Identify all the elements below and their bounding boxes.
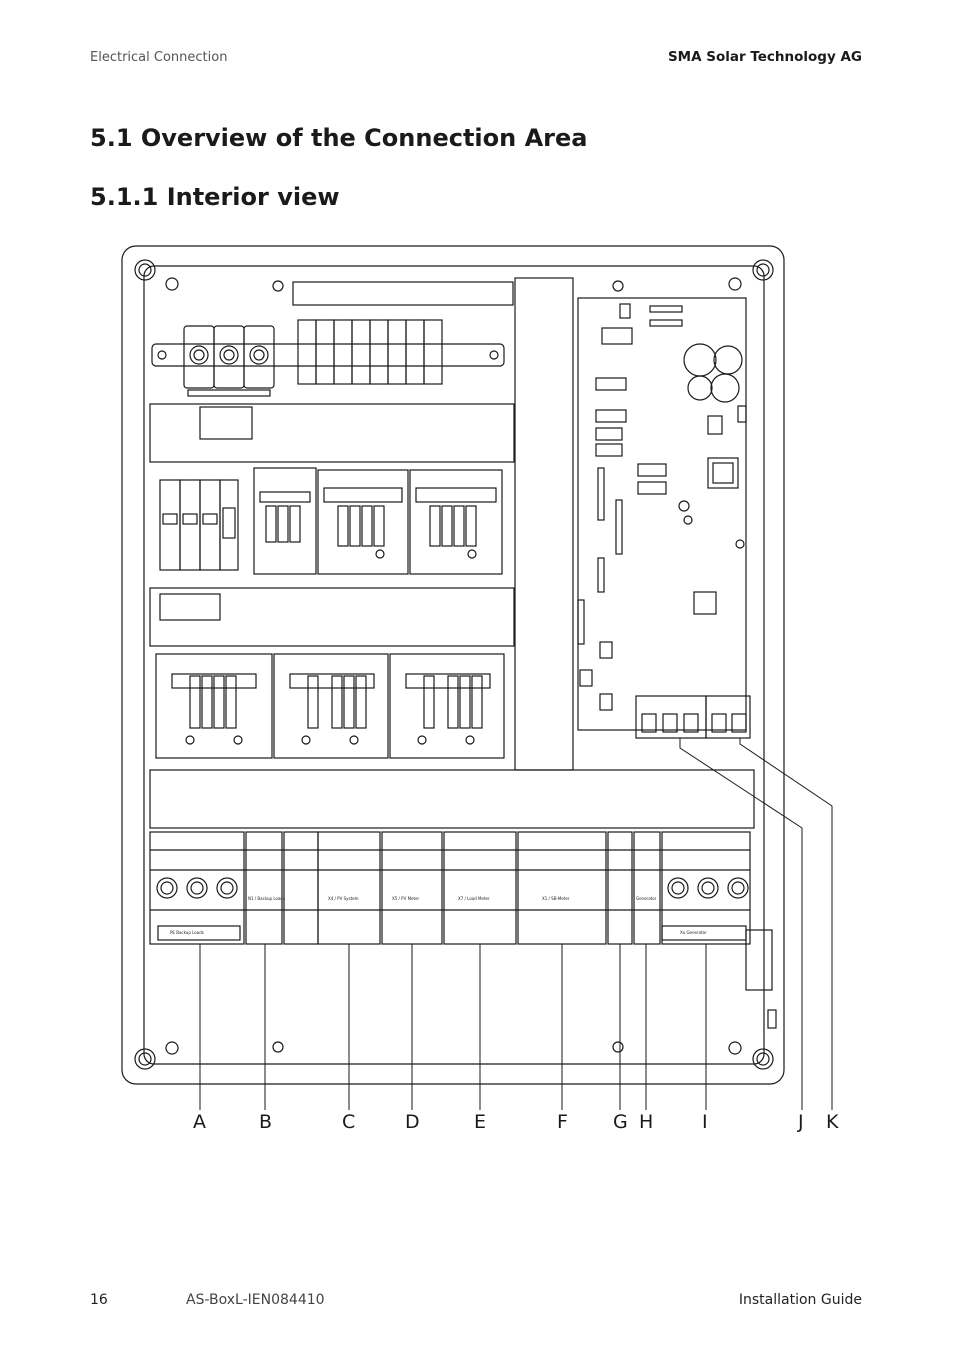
side-gland [745, 929, 773, 991]
callout-b: B [259, 1111, 272, 1133]
label-x1-sb-meter: X1 / SB-Meter [542, 896, 570, 901]
callout-f: F [557, 1111, 568, 1133]
fuse-holders [183, 325, 275, 397]
label-xo-generator: Xo Generator [680, 930, 707, 935]
label-x4-pv-system: X4 / PV System [328, 896, 359, 901]
pcb-components [577, 303, 747, 711]
label-n1-backup: N1 / Backup Loads [248, 896, 285, 901]
cable-duct-vertical [514, 277, 574, 771]
callout-h: H [639, 1111, 653, 1133]
callout-d: D [405, 1111, 420, 1133]
section-heading: 5.1 Overview of the Connection Area [90, 124, 588, 152]
label-x5-pv-meter: X5 / PV Meter [392, 896, 420, 901]
circuit-breakers [159, 479, 239, 571]
label-strip-top [292, 281, 514, 306]
cable-duct-horizontal [149, 769, 755, 829]
label-generator: Generator [636, 896, 657, 901]
label-x7-load-meter: X7 / Load Meter [458, 896, 490, 901]
callout-e: E [474, 1111, 486, 1133]
callout-i: I [702, 1111, 708, 1133]
header-section: Electrical Connection [90, 50, 228, 65]
leader-lines [199, 738, 833, 1110]
contactors-row-2 [155, 653, 505, 759]
panel-label-1 [149, 403, 515, 463]
subsection-heading: 5.1.1 Interior view [90, 183, 340, 211]
enclosure-inner [143, 265, 765, 1065]
corner-screws [134, 259, 774, 1070]
din-rail-top [151, 343, 505, 367]
callout-k: K [826, 1111, 839, 1133]
terminal-blocks-top [297, 319, 443, 385]
terminal-strip [149, 831, 751, 945]
label-pe-backup: PE Backup Loads [170, 930, 204, 935]
header-company: SMA Solar Technology AG [667, 49, 862, 65]
panel-label-2 [149, 587, 515, 647]
callout-letters: A B C D E F G H I J K [193, 1111, 839, 1133]
callout-c: C [342, 1111, 355, 1133]
callout-g: G [613, 1111, 628, 1133]
enclosure-outer [121, 245, 785, 1085]
footer-page-number: 16 [90, 1292, 108, 1308]
contactors-row-1 [253, 467, 503, 575]
connection-area-diagram: PE Backup Loads N1 / Backup Loads X4 / P… [121, 245, 839, 1133]
footer-doc-title: Installation Guide [738, 1292, 862, 1308]
control-pcb [577, 297, 747, 731]
callout-a: A [193, 1111, 206, 1133]
callout-j: J [797, 1111, 804, 1133]
footer-doc-id: AS-BoxL-IEN084410 [186, 1292, 325, 1308]
rj45-ports [635, 695, 751, 739]
